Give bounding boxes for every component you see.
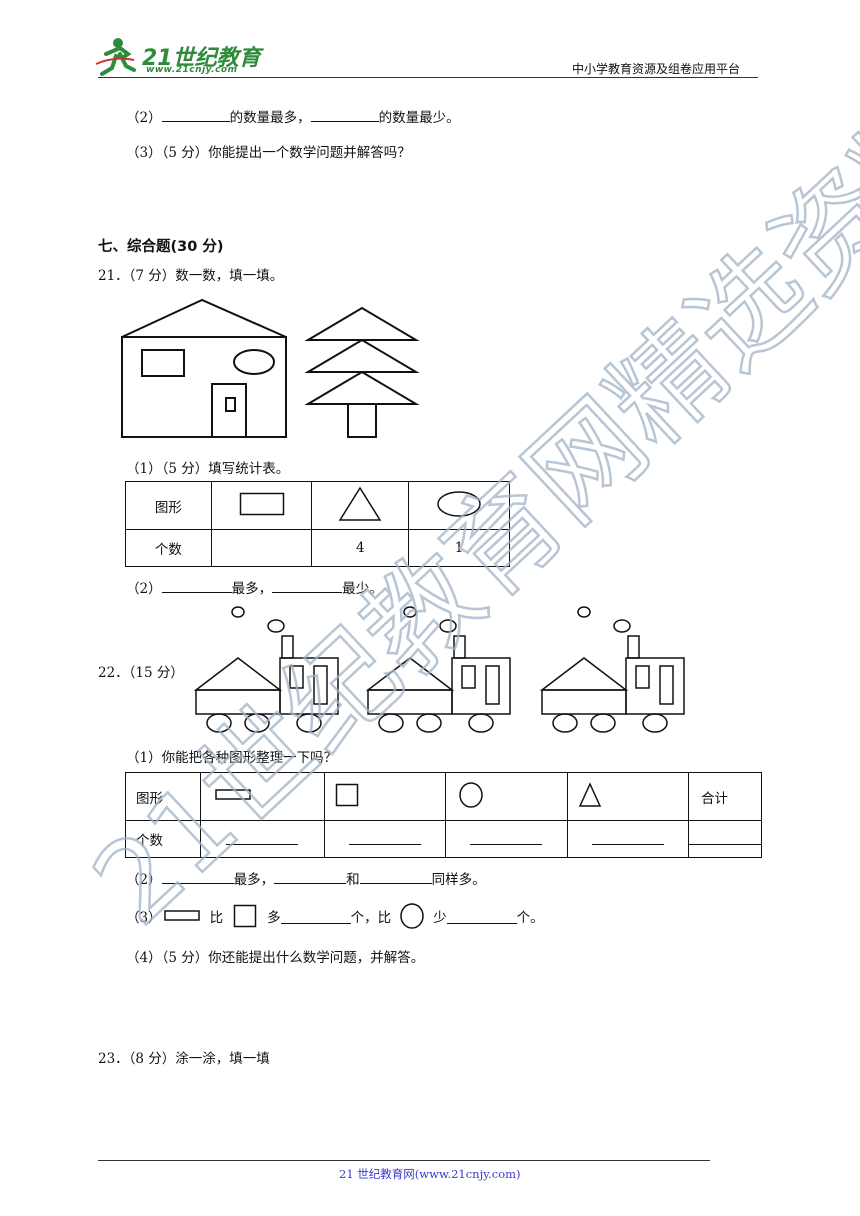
q21-blank-most[interactable]	[161, 578, 232, 593]
q22-count-triangle[interactable]	[567, 820, 689, 858]
q21-count-rect[interactable]	[210, 529, 313, 567]
q22-blank-same-a[interactable]	[274, 869, 347, 884]
logo-text: 21世纪教育	[142, 46, 261, 71]
triangle-icon	[579, 781, 602, 807]
circle-icon	[400, 903, 424, 929]
circle-icon	[458, 781, 483, 808]
q22-blank-most[interactable]	[161, 869, 234, 884]
thin-rectangle-icon	[214, 788, 251, 800]
q22-row2-label: 个数	[125, 820, 201, 858]
house-window-oval	[233, 349, 275, 375]
q22-sub1: （1）你能把各种图形整理一下吗？	[126, 750, 338, 766]
triangle-shape-icon	[338, 486, 382, 521]
q22-title: 22．（15 分）	[98, 665, 184, 681]
train-2	[365, 606, 511, 733]
q22-stat-table: 图形 合计 个数	[125, 772, 762, 858]
tree-triangle-mid	[304, 338, 420, 373]
rectangle-shape-icon	[239, 492, 284, 515]
q21-count-oval[interactable]: 1	[408, 529, 510, 567]
house-roof	[121, 298, 287, 338]
q22-count-thin-rect[interactable]	[199, 820, 325, 858]
house-and-tree-figure	[121, 298, 420, 438]
house-window-rect	[141, 349, 185, 377]
house-body	[121, 336, 287, 438]
section-title: 七、综合题(30 分)	[98, 239, 224, 255]
q21-title: 21．（7 分）数一数，填一填。	[98, 268, 284, 284]
q22-sub4: （4）（5 分）你还能提出什么数学问题，并解答。	[126, 950, 425, 966]
prev-q3: （3）（5 分）你能提出一个数学问题并解答吗？	[126, 145, 411, 161]
q22-total-label: 合计	[688, 772, 762, 821]
tree-trunk	[347, 403, 377, 438]
train-3	[539, 606, 685, 733]
q22-blank-more[interactable]	[280, 909, 351, 924]
house-door-knob	[225, 397, 236, 412]
q21-blank-least[interactable]	[272, 578, 343, 593]
q21-sub2: （2）最多，最少。	[126, 577, 383, 597]
q21-row2-label: 个数	[125, 529, 212, 567]
q22-count-total[interactable]	[688, 820, 762, 858]
q22-row1-label: 图形	[125, 772, 201, 821]
q22-sub3: （3） 比 多个，比 少个。	[126, 902, 544, 930]
square-icon	[233, 904, 257, 928]
square-icon	[335, 783, 359, 806]
house-door	[211, 383, 247, 438]
q22-blank-same-b[interactable]	[359, 869, 432, 884]
train-1	[193, 606, 339, 733]
tree-triangle-top	[304, 306, 420, 341]
q22-count-square[interactable]	[323, 820, 446, 858]
tree-triangle-bottom	[304, 370, 420, 405]
q21-sub1: （1）（5 分）填写统计表。	[126, 461, 290, 477]
thin-rectangle-icon	[163, 910, 200, 921]
footer-divider	[98, 1160, 710, 1161]
header-divider	[98, 77, 758, 78]
platform-name: 中小学教育资源及组卷应用平台	[572, 62, 741, 76]
logo-url: www.21cnjy.com	[146, 65, 238, 75]
header-logo	[94, 34, 264, 78]
q21-count-triangle[interactable]: 4	[311, 529, 410, 567]
q21-row1-label: 图形	[125, 481, 212, 530]
runner-logo-icon	[95, 38, 136, 76]
q22-blank-less[interactable]	[446, 909, 517, 924]
prev-q2: （2）的数量最多，的数量最少。	[126, 106, 460, 126]
q22-count-circle[interactable]	[444, 820, 569, 858]
trains-figure	[193, 606, 685, 733]
q22-sub2: （2）最多，和同样多。	[126, 868, 486, 888]
q21-stat-table: 图形 个数 4 1	[125, 481, 510, 567]
footer-text: 21 世纪教育网(www.21cnjy.com)	[339, 1167, 521, 1181]
q23-title: 23．（8 分）涂一涂，填一填	[98, 1051, 270, 1067]
oval-shape-icon	[437, 490, 481, 517]
